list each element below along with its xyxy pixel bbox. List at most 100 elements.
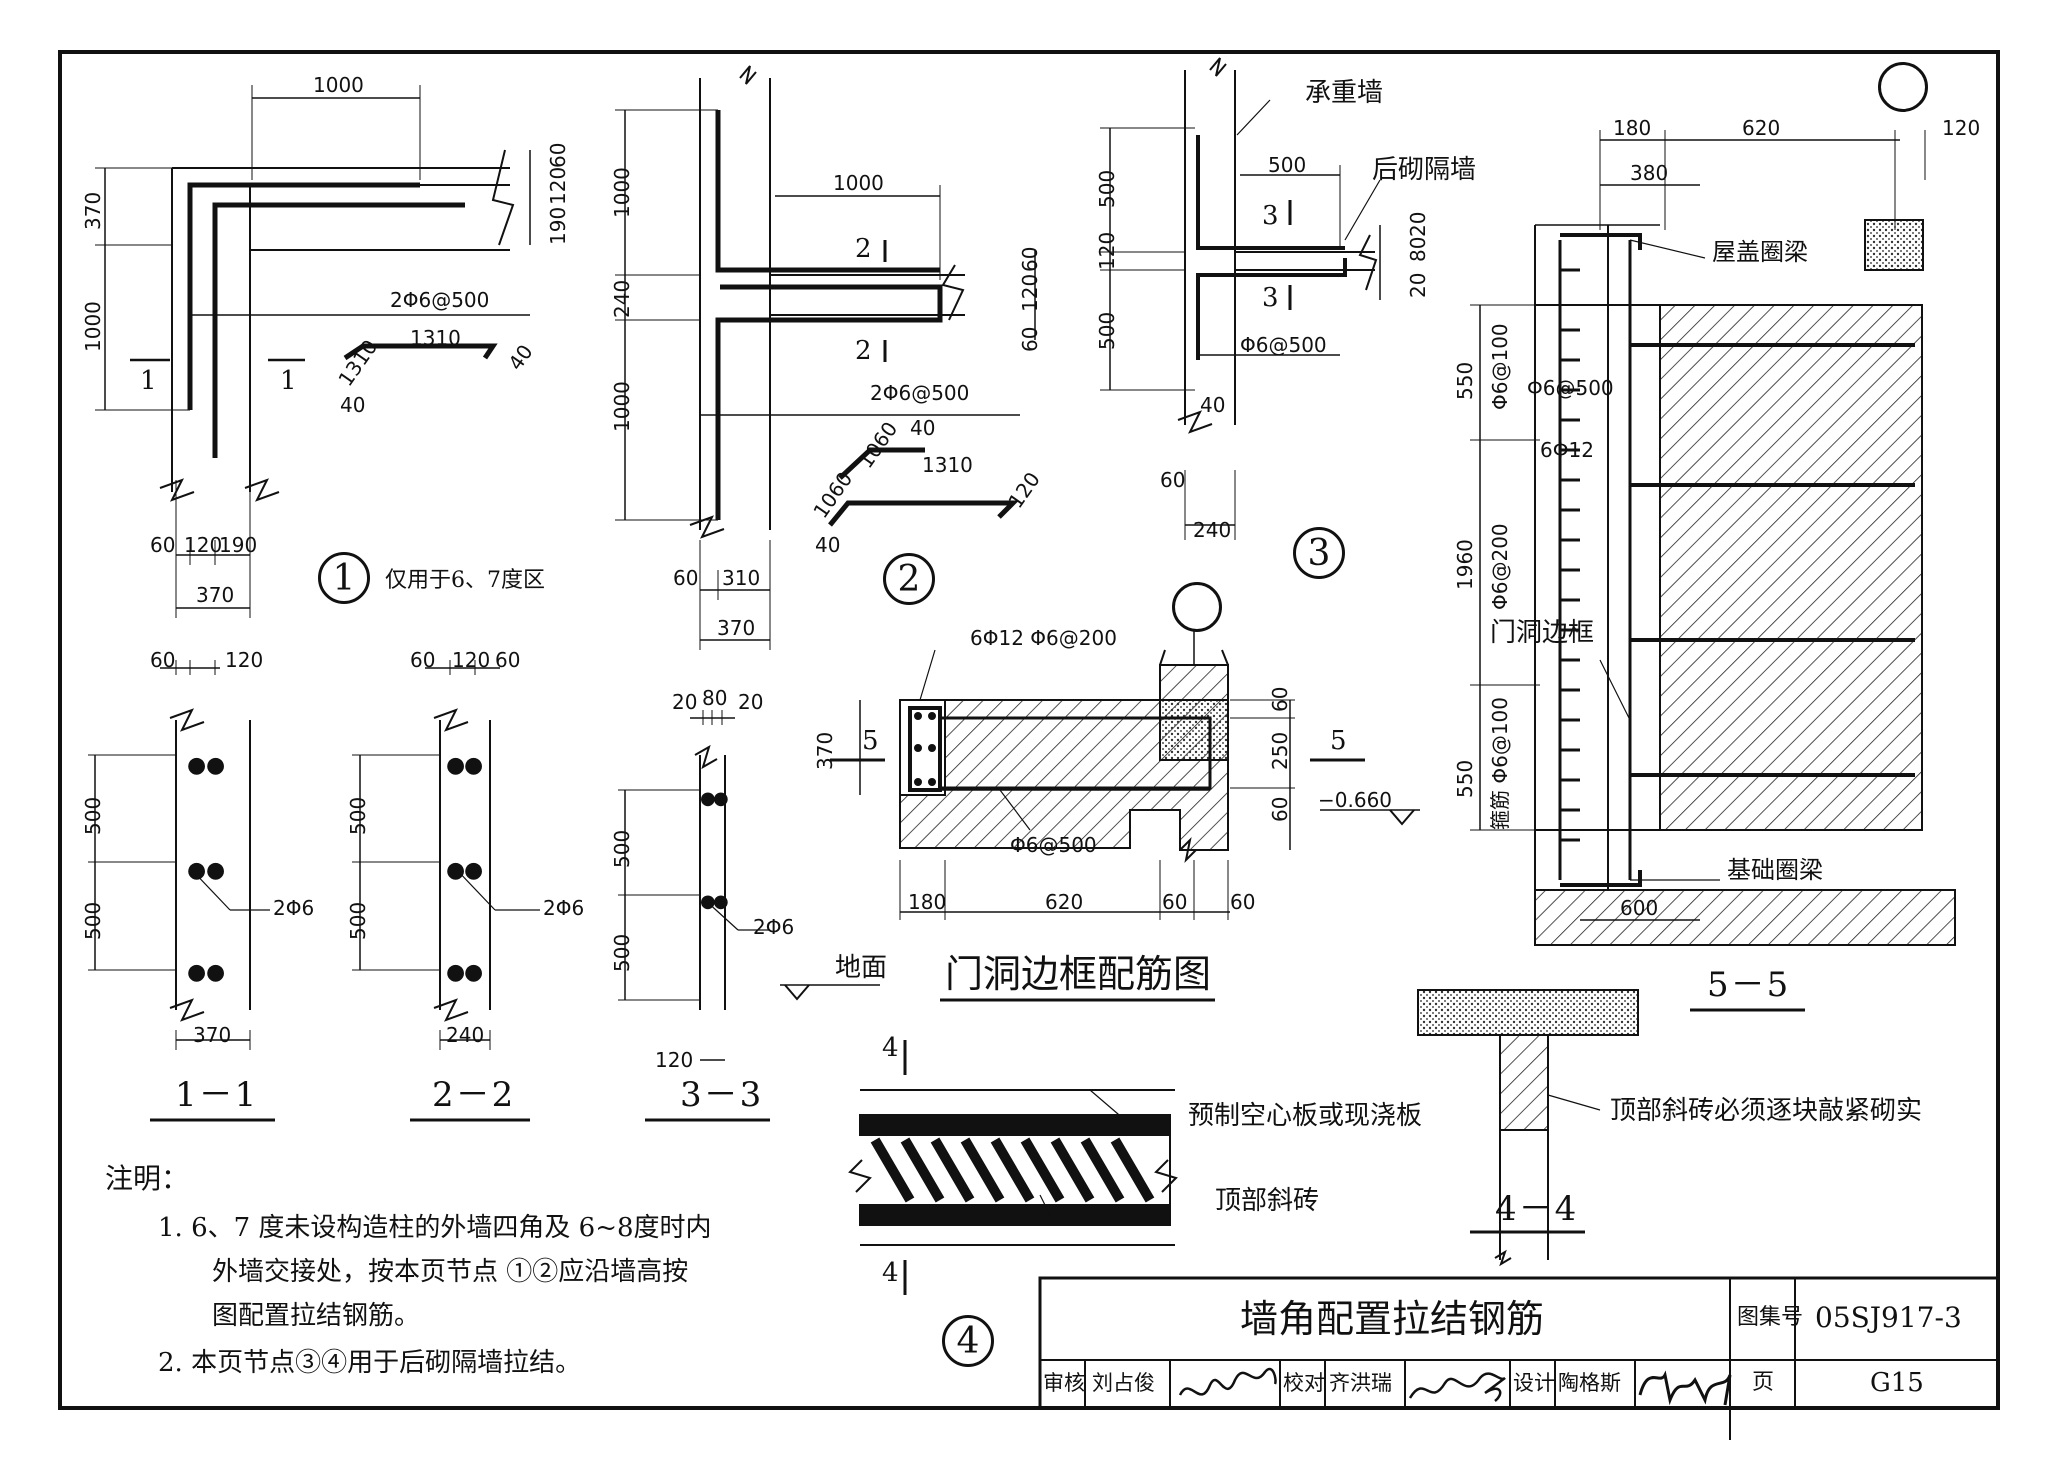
title-block-atlas-label: 图集号: [1737, 1305, 1804, 1330]
s55-label: 5－5: [1707, 965, 1791, 1005]
title-block-frame: [1038, 1276, 2000, 1440]
s55-roof-beam: 屋盖圈梁: [1712, 238, 1808, 266]
section-5-5-drawing: [1470, 130, 1956, 1012]
d1-dim-120: 120: [546, 166, 570, 205]
signature-reviewer: [1178, 1367, 1277, 1396]
door-section-mark-left: 5: [862, 726, 879, 756]
d2-bend-1310: 1310: [922, 453, 973, 477]
detail-1-marker: 1: [318, 552, 370, 604]
door-elevation: −0.660: [1318, 788, 1393, 812]
d1-bend-1310b: 1310: [410, 326, 461, 350]
door-b180: 180: [908, 890, 947, 914]
s22-d120: 120: [452, 648, 491, 672]
section-2-2-drawing: [352, 660, 540, 1122]
s33-d20a: 20: [672, 690, 698, 714]
d3-dim-20a: 20: [1406, 211, 1430, 237]
s55-d180: 180: [1613, 116, 1652, 140]
s33-d500b: 500: [610, 933, 634, 972]
section-1-1-drawing: [88, 660, 275, 1122]
door-title: 门洞边框配筋图: [945, 952, 1212, 996]
d1-bend-40a: 40: [340, 393, 366, 417]
s33-d20b: 20: [738, 690, 764, 714]
s11-d500a: 500: [81, 796, 105, 835]
title-block-review-label: 审核: [1043, 1371, 1085, 1395]
detail-3-drawing: [1100, 57, 1381, 540]
s33-d80: 80: [702, 686, 728, 710]
detail-marker-blank-5-5: [1878, 62, 1928, 112]
s55-v200: Φ6@200: [1488, 523, 1512, 610]
door-section-mark-right: 5: [1330, 726, 1347, 756]
d2-bend-40a: 40: [910, 416, 936, 440]
notes-line-3: 图配置拉结钢筋。: [212, 1301, 421, 1331]
d2-rebar-label: 2Φ6@500: [870, 381, 970, 405]
s33-label: 3－3: [680, 1075, 764, 1115]
d1-dim-370: 370: [81, 191, 105, 230]
d1-dim-1000: 1000: [81, 301, 105, 352]
d4-section-mark-top: 4: [882, 1033, 899, 1063]
detail-marker-blank-door: [1172, 582, 1222, 632]
s22-rebar: 2Φ6: [543, 896, 585, 920]
d1-bot-120: 120: [184, 533, 223, 557]
s55-d600: 600: [1620, 896, 1659, 920]
door-b620: 620: [1045, 890, 1084, 914]
d3-dim-120: 120: [1095, 231, 1119, 270]
door-rebar-top: 6Φ12 Φ6@200: [970, 626, 1117, 650]
title-block-atlas-no: 05SJ917-3: [1815, 1301, 1962, 1334]
s55-rebar-500: Φ6@500: [1527, 376, 1614, 400]
d1-dim-190: 190: [546, 206, 570, 245]
d2-section-mark-bottom: 2: [855, 336, 872, 366]
s33-ground: 地面: [835, 953, 888, 983]
d2-section-mark-top: 2: [855, 234, 872, 264]
d3-dim-80: 80: [1406, 236, 1430, 262]
d1-caption: 仅用于6、7度区: [385, 568, 545, 593]
detail-3-marker: 3: [1293, 527, 1345, 579]
d3-dim-500top: 500: [1268, 153, 1307, 177]
d4-section-mark-bottom: 4: [882, 1258, 899, 1288]
notes-line-2: 外墙交接处，按本页节点 ①②应沿墙高按: [212, 1257, 689, 1287]
d1-bot-60: 60: [150, 533, 176, 557]
d3-dim-60: 60: [1160, 468, 1186, 492]
d3-dim-500a: 500: [1095, 169, 1119, 208]
title-block-page-label: 页: [1752, 1370, 1775, 1395]
s11-d120: 120: [225, 648, 264, 672]
door-b60a: 60: [1162, 890, 1188, 914]
d3-bot-240: 240: [1193, 518, 1232, 542]
sheet-border: [58, 50, 2000, 1410]
s55-v1960: 1960: [1453, 539, 1477, 590]
s11-rebar: 2Φ6: [273, 896, 315, 920]
detail-4-drawing: [848, 989, 1639, 1295]
d3-section-mark-bottom: 3: [1262, 283, 1279, 313]
s11-d60: 60: [150, 648, 176, 672]
door-dim-250: 250: [1268, 731, 1292, 770]
s55-door-frame: 门洞边框: [1490, 618, 1595, 648]
signature-designer: [1638, 1370, 1732, 1406]
title-block-page-no: G15: [1870, 1368, 1924, 1398]
d3-dim-40: 40: [1200, 393, 1226, 417]
s11-width: 370: [193, 1023, 232, 1047]
d1-bot-370: 370: [196, 583, 235, 607]
d3-section-mark-top: 3: [1262, 201, 1279, 231]
d1-dim-top: 1000: [313, 73, 364, 97]
s11-d500b: 500: [81, 901, 105, 940]
notes-heading: 注明：: [105, 1162, 190, 1195]
d2-bot-60: 60: [673, 566, 699, 590]
s55-v100a: Φ6@100: [1488, 323, 1512, 410]
s55-v100b: 箍筋 Φ6@100: [1488, 697, 1512, 830]
s33-rebar: 2Φ6: [753, 915, 795, 939]
door-dim-60b: 60: [1268, 796, 1292, 822]
signature-checker: [1408, 1372, 1506, 1402]
s11-label: 1－1: [175, 1075, 259, 1115]
detail-4-number: 4: [956, 1320, 980, 1362]
notes-line-4: 2. 本页节点③④用于后砌隔墙拉结。: [158, 1348, 582, 1378]
d1-rebar-label: 2Φ6@500: [390, 288, 490, 312]
d2-dim-1000b: 1000: [610, 381, 634, 432]
s55-rebar-12: 6Φ12: [1540, 438, 1594, 462]
d2-dim-60a: 60: [1018, 246, 1042, 272]
detail-2-drawing: [615, 65, 1036, 650]
detail-4-marker: 4: [942, 1315, 994, 1367]
d1-dim-60: 60: [546, 142, 570, 168]
door-b60b: 60: [1230, 890, 1256, 914]
s55-d380: 380: [1630, 161, 1669, 185]
d4-top-brick-label: 顶部斜砖: [1215, 1186, 1320, 1216]
